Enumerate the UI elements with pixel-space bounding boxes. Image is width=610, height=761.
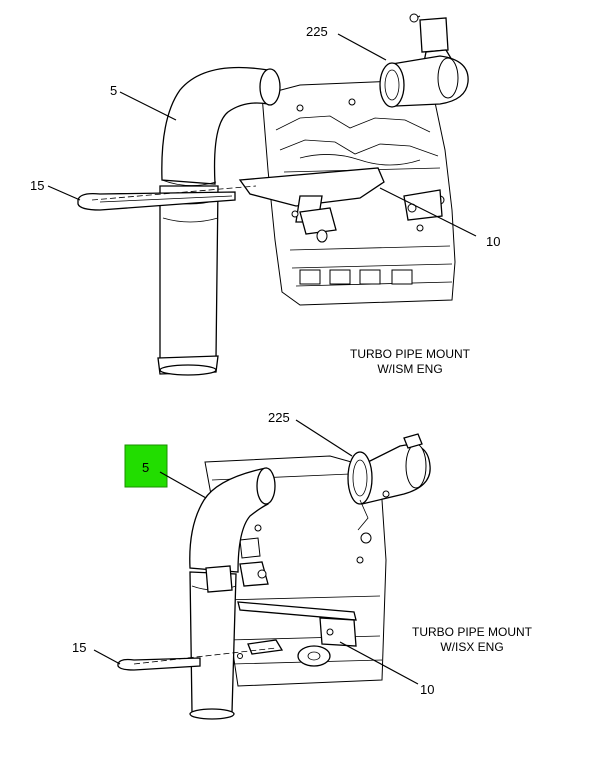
isx-callout-10: 10	[420, 682, 434, 697]
isx-caption-line2: W/ISX ENG	[440, 640, 503, 654]
ism-leader-225	[337, 33, 387, 61]
isx-leader-10	[339, 641, 419, 685]
ism-strap-clamp	[77, 191, 236, 211]
isx-strap-clamp	[117, 657, 201, 671]
ism-turbo-outlet	[379, 13, 469, 108]
highlight-box-5	[124, 444, 168, 488]
ism-callout-225: 225	[306, 24, 328, 39]
isx-engine-view: 225 5 15 10 TURBO PIPE MOUNT W/ISX ENG	[72, 410, 533, 720]
ism-mount-bracket	[238, 167, 443, 243]
isx-leader-15	[93, 649, 121, 665]
isx-turbo-outlet	[347, 433, 431, 531]
ism-dash-15	[91, 185, 257, 201]
isx-leader-225	[295, 419, 353, 457]
ism-callout-15: 15	[30, 178, 44, 193]
ism-caption-line2: W/ISM ENG	[377, 362, 442, 376]
isx-callout-5: 5	[142, 460, 149, 475]
isx-mount-bracket	[237, 601, 357, 667]
isx-callout-15: 15	[72, 640, 86, 655]
isx-dash-15	[133, 647, 277, 665]
isx-caption-line1: TURBO PIPE MOUNT	[412, 625, 533, 639]
ism-engine-view: 225 5 15 10 TURBO PIPE MOUNT W/ISM ENG	[30, 13, 500, 376]
ism-caption-line1: TURBO PIPE MOUNT	[350, 347, 471, 361]
ism-leader-15	[47, 185, 81, 201]
ism-leader-10	[379, 187, 477, 237]
isx-leader-5	[159, 471, 207, 499]
ism-callout-10: 10	[486, 234, 500, 249]
ism-leader-5	[119, 91, 177, 121]
isx-callout-225: 225	[268, 410, 290, 425]
ism-callout-5: 5	[110, 83, 117, 98]
ism-turbo-pipe	[157, 66, 281, 376]
